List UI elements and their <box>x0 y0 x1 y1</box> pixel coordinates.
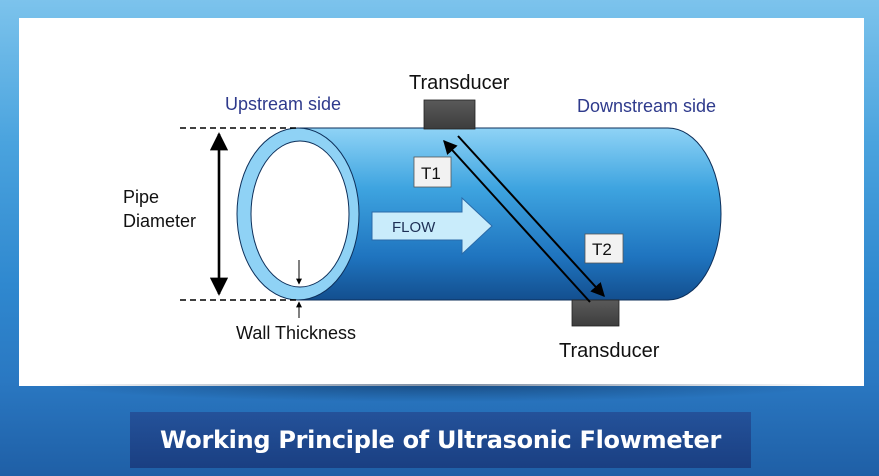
transducer-top-label: Transducer <box>409 72 510 94</box>
signal-path-downstream <box>457 135 605 298</box>
t1-label: T1 <box>421 164 441 183</box>
pipe-inner-bore <box>250 140 350 288</box>
page-title: Working Principle of Ultrasonic Flowmete… <box>159 426 721 454</box>
pipe-diameter-label-line1: Pipe <box>123 187 159 207</box>
upstream-label: Upstream side <box>225 94 341 114</box>
flow-arrow <box>371 196 493 256</box>
signal-path-upstream <box>443 139 591 303</box>
transducer-top <box>423 99 476 130</box>
transducer-bottom <box>571 299 620 327</box>
downstream-label: Downstream side <box>577 96 716 116</box>
wall-thickness-label: Wall Thickness <box>236 323 356 343</box>
flow-label: FLOW <box>392 219 436 236</box>
pipe-diameter-label-line2: Diameter <box>123 211 196 231</box>
panel-shadow <box>40 384 840 402</box>
t2-label: T2 <box>592 240 612 259</box>
transducer-bottom-label: Transducer <box>559 340 660 362</box>
t2-box <box>584 233 624 264</box>
title-banner: Working Principle of Ultrasonic Flowmete… <box>130 412 751 468</box>
t1-box <box>413 156 452 188</box>
